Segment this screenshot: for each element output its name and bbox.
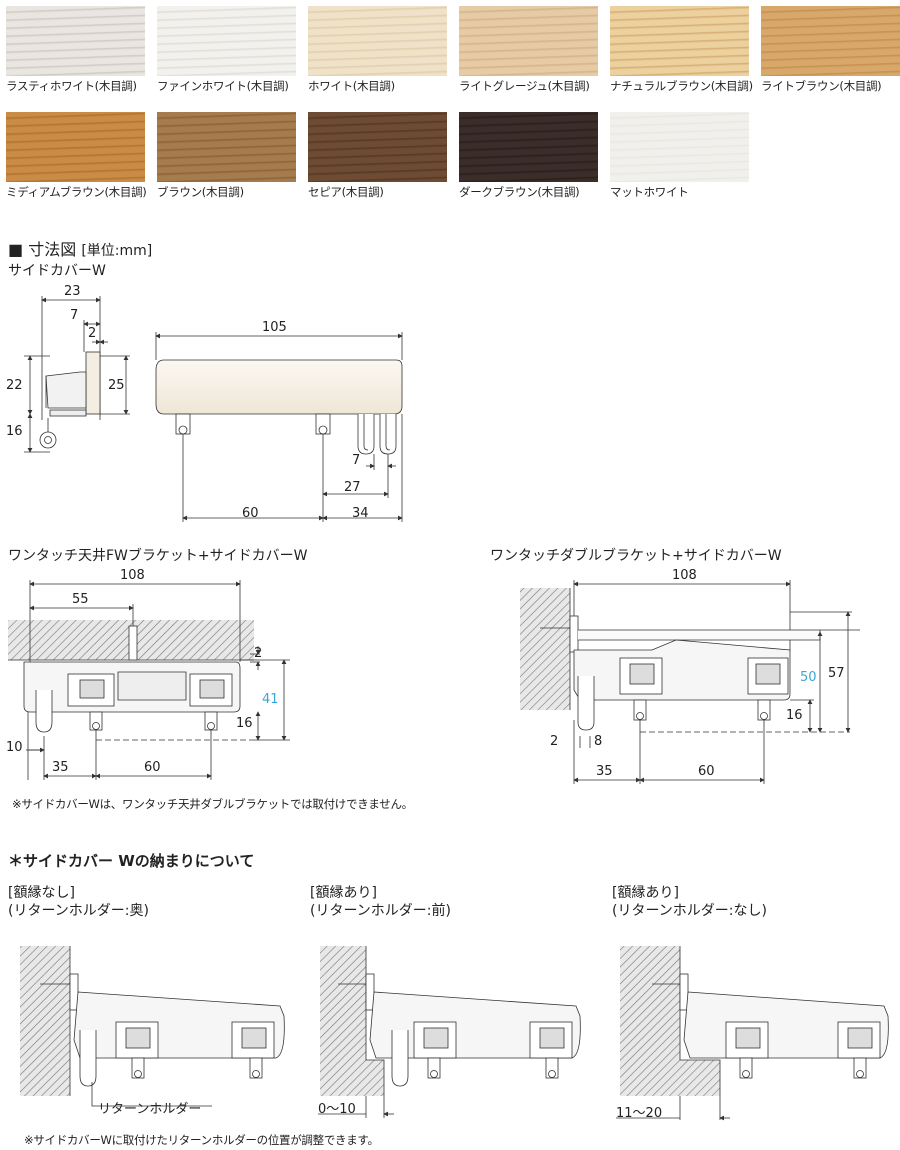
fig2-ceiling-bracket <box>8 580 290 780</box>
dim-41: 41 <box>262 692 279 707</box>
swatch-label-4: ナチュラルブラウン(木目調) <box>610 79 753 93</box>
dim-57: 57 <box>828 666 845 681</box>
fig1-front-view <box>155 332 403 522</box>
swatch-1 <box>157 6 296 76</box>
swatch-6 <box>6 112 145 182</box>
section-2-heading: ＊サイドカバー Wの納まりについて <box>8 852 255 870</box>
swatch-7 <box>157 112 296 182</box>
swatch-5 <box>761 6 900 76</box>
dim-35a: 35 <box>52 760 69 775</box>
dim-2c: 2 <box>550 734 559 749</box>
dimension-heading: ■ 寸法図 [単位:mm] <box>8 240 153 259</box>
dim-50: 50 <box>800 670 817 685</box>
note-1: ※サイドカバーWは、ワンタッチ天井ダブルブラケットでは取付けできません。 <box>12 797 413 811</box>
fig2-title: ワンタッチ天井FWブラケット+サイドカバーW <box>8 548 308 564</box>
dim-108b: 108 <box>672 568 697 583</box>
dim-27: 27 <box>344 480 361 495</box>
dim-105: 105 <box>262 320 287 335</box>
swatch-label-3: ライトグレージュ(木目調) <box>459 79 590 93</box>
dim-10: 10 <box>6 740 23 755</box>
swatch-2 <box>308 6 447 76</box>
dim-35b: 35 <box>596 764 613 779</box>
case3-l1: [額縁あり] <box>612 885 679 901</box>
fig1-side-view <box>24 296 130 453</box>
case2-dim: 0〜10 <box>318 1102 356 1117</box>
dim-23: 23 <box>64 284 81 299</box>
note-2: ※サイドカバーWに取付けたリターンホルダーの位置が調整できます。 <box>24 1133 379 1147</box>
case3-dim: 11〜20 <box>616 1106 663 1121</box>
case2-drawing <box>318 946 581 1118</box>
swatch-10 <box>610 112 749 182</box>
dim-22: 22 <box>6 378 23 393</box>
dim-2a: 2 <box>88 326 97 341</box>
dim-16c: 16 <box>786 708 803 723</box>
fig3-title: ワンタッチダブルブラケット+サイドカバーW <box>490 548 782 564</box>
dim-60c: 60 <box>698 764 715 779</box>
dim-7a: 7 <box>70 308 79 323</box>
case2-l2: (リターンホルダー:前) <box>310 903 451 919</box>
swatch-3 <box>459 6 598 76</box>
case1-l2: (リターンホルダー:奥) <box>8 903 149 919</box>
swatch-label-10: マットホワイト <box>610 185 689 199</box>
swatch-label-0: ラスティホワイト(木目調) <box>6 79 137 93</box>
case3-l2: (リターンホルダー:なし) <box>612 903 767 919</box>
swatch-label-1: ファインホワイト(木目調) <box>157 79 289 93</box>
dim-60b: 60 <box>144 760 161 775</box>
swatch-label-2: ホワイト(木目調) <box>308 79 395 93</box>
fig3-double-bracket <box>520 580 860 784</box>
swatch-9 <box>459 112 598 182</box>
dim-7b: 7 <box>352 453 361 468</box>
swatch-label-7: ブラウン(木目調) <box>157 185 244 199</box>
dim-8: 8 <box>594 734 603 749</box>
case1-drawing <box>20 946 285 1107</box>
dim-55: 55 <box>72 592 89 607</box>
dim-16b: 16 <box>236 716 253 731</box>
dim-25: 25 <box>108 378 125 393</box>
swatch-label-9: ダークブラウン(木目調) <box>459 185 580 199</box>
case1-l1: [額縁なし] <box>8 885 75 901</box>
case3-drawing <box>616 946 889 1121</box>
swatch-8 <box>308 112 447 182</box>
swatch-label-8: セピア(木目調) <box>308 185 384 199</box>
dim-108a: 108 <box>120 568 145 583</box>
swatch-label-5: ライトブラウン(木目調) <box>761 79 882 93</box>
swatch-label-6: ミディアムブラウン(木目調) <box>6 185 147 199</box>
swatch-4 <box>610 6 749 76</box>
dim-16a: 16 <box>6 424 23 439</box>
side-cover-label: サイドカバーW <box>8 263 106 279</box>
case2-l1: [額縁あり] <box>310 885 377 901</box>
swatch-0 <box>6 6 145 76</box>
